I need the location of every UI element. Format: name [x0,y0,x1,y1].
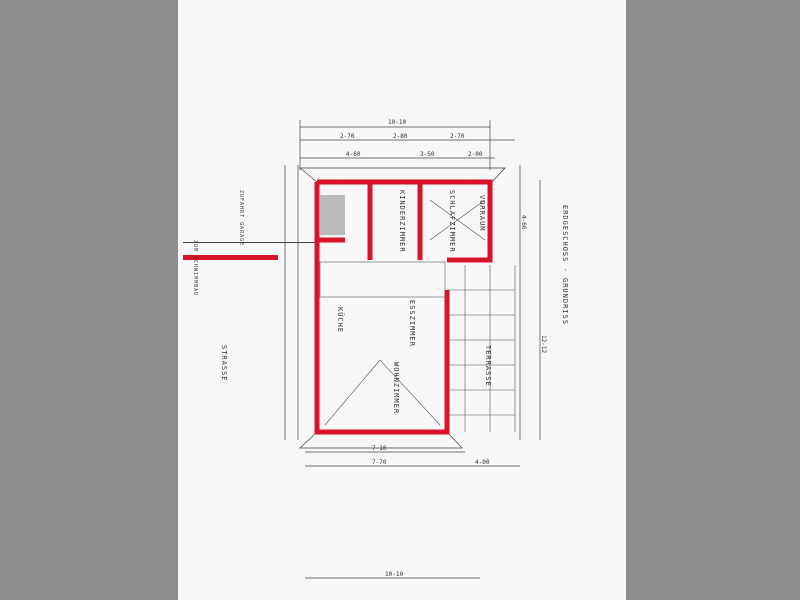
dim-right-a: 4-66 [520,215,527,230]
dim-sheet-bottom: 10-10 [385,571,403,578]
dim-top-e: 3-50 [420,151,435,158]
dim-top-b: 2-80 [393,133,408,140]
walls [314,179,493,435]
dim-top-total: 10-10 [388,119,406,126]
room-kueche: KÜCHE [336,307,345,333]
dim-bottom-a: 7-10 [372,445,387,452]
dim-top-d: 4-60 [346,151,361,158]
dim-bottom-b: 7-70 [372,459,387,466]
dim-top-f: 2-00 [468,151,483,158]
room-kinderzimmer: KINDERZIMMER [398,190,406,253]
room-schlafzimmer: SCHLAFZIMMER [448,190,456,253]
dimension-lines [284,120,541,579]
dim-top-a: 2-70 [340,133,355,140]
roof-lines [324,199,486,426]
stair-grid [319,195,446,298]
room-esszimmer: ESSZIMMER [408,300,416,347]
terrace-hatch [447,265,516,432]
driveway [183,242,318,260]
dim-right-total: 12-12 [540,335,547,353]
room-vorraum: VORRAUM [478,195,486,232]
dim-bottom-c: 4-00 [475,459,490,466]
label-zufahrt-garage: ZUFAHRT GARAGE [238,190,244,246]
plan-title: ERDGESCHOSS - GRUNDRISS [561,205,569,325]
dim-top-c: 2-70 [450,133,465,140]
label-strasse: STRASSE [220,345,228,382]
room-wohnzimmer: WOHNZIMMER [392,362,400,414]
room-terrasse: TERRASSE [484,345,492,387]
label-zum-schwimmbad: ZUM SCHWIMMBAD [192,240,198,296]
plan-sheet [178,0,626,600]
